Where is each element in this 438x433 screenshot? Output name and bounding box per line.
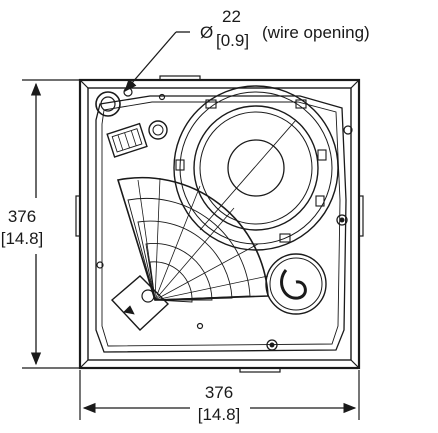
grommet xyxy=(148,120,168,140)
inner-tray xyxy=(95,95,347,353)
width-inch: [14.8] xyxy=(198,405,241,424)
diameter-symbol: Ø xyxy=(200,23,213,42)
inner-frame xyxy=(87,87,352,361)
fan-grille xyxy=(116,176,269,303)
height-mm: 376 xyxy=(8,207,36,226)
wire-opening-inch: [0.9] xyxy=(216,31,249,50)
terminal-block xyxy=(106,122,148,158)
screw xyxy=(123,87,133,97)
wire-opening-callout: Ø 22 [0.9] (wire opening) xyxy=(124,7,370,92)
wire-opening-note: (wire opening) xyxy=(262,23,370,42)
width-mm: 376 xyxy=(205,383,233,402)
height-dimension: 376 [14.8] xyxy=(1,79,80,369)
round-component xyxy=(265,253,327,315)
height-inch: [14.8] xyxy=(1,229,44,248)
wire-opening-mm: 22 xyxy=(222,7,241,26)
fixture-housing xyxy=(75,75,364,373)
pivot-bracket xyxy=(110,275,170,331)
driver-assembly xyxy=(173,85,339,251)
wire-opening-knockout xyxy=(95,91,121,117)
leader-arrow xyxy=(124,31,177,92)
width-dimension: 376 [14.8] xyxy=(79,370,360,424)
